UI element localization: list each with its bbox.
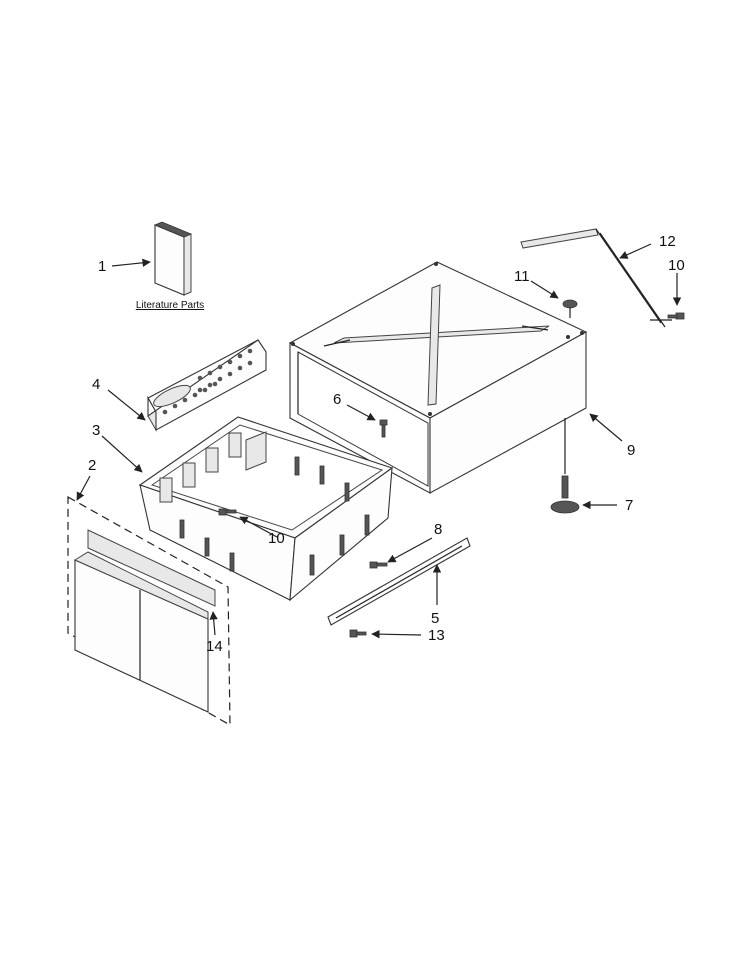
callout-11: 11 [514,268,530,285]
callout-2: 2 [88,457,96,474]
pedestal-cabinet [288,261,588,494]
callout-6: 6 [333,391,341,408]
callout-9: 9 [627,442,635,459]
callout-10-rear: 10 [668,257,685,274]
drawer-insert-panel [147,339,267,432]
leveling-leg [550,418,580,514]
screw-part-8 [369,561,388,569]
anti-tip-bracket [520,228,672,328]
drawer-slide-rail [327,537,471,626]
callout-8: 8 [434,521,442,538]
screw-part-10-front [218,508,237,516]
grommet [562,299,578,318]
callout-14: 14 [206,638,223,655]
callout-4: 4 [92,376,100,393]
callout-3: 3 [92,422,100,439]
callout-1: 1 [98,258,106,275]
callout-13: 13 [428,627,445,644]
screw-part-13 [349,629,367,638]
literature-parts-label: Literature Parts [136,300,204,311]
drawer-front-assembly [67,495,231,727]
literature-booklet [153,221,193,296]
callout-7: 7 [625,497,633,514]
screw-part-6 [379,419,388,438]
callout-12: 12 [659,233,676,250]
screw-part-10-rear [667,312,685,320]
callout-arrows [76,243,682,639]
callout-10-front: 10 [268,530,285,547]
callout-5: 5 [431,610,439,627]
